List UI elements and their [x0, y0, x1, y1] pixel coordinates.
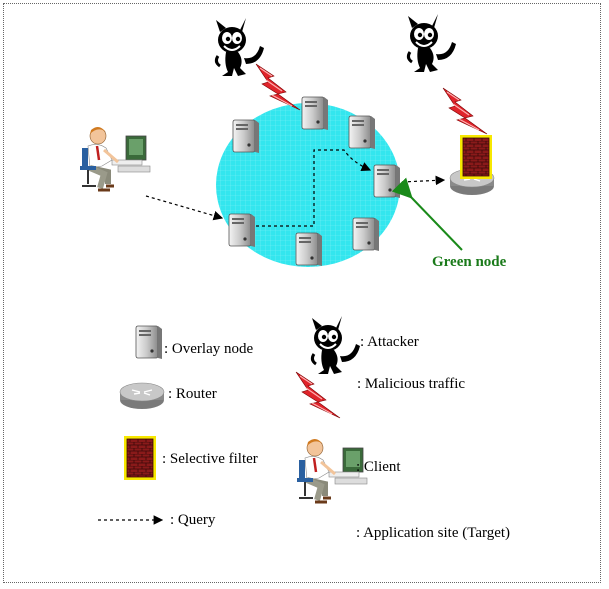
legend-overlay-node-icon	[135, 325, 163, 360]
legend-attacker-icon	[310, 314, 362, 376]
green-node-label: Green node	[432, 254, 507, 270]
legend-client-label: : Client	[356, 459, 401, 475]
selective-filter-icon	[459, 134, 493, 180]
legend-overlay-node-label: : Overlay node	[164, 341, 254, 357]
legend-attacker-label: : Attacker	[360, 334, 419, 350]
legend-query-label: : Query	[170, 512, 216, 528]
legend-malicious-traffic-label: : Malicious traffic	[357, 376, 466, 392]
overlay-node-icon	[228, 213, 256, 248]
legend-router-label: : Router	[168, 386, 217, 402]
overlay-node-icon	[301, 96, 329, 131]
overlay-node-icon	[232, 119, 260, 154]
legend-selective-filter-icon	[123, 435, 157, 481]
attacker-icon	[406, 12, 458, 74]
overlay-node-icon	[352, 217, 380, 252]
attacker-icon	[214, 16, 266, 78]
query-arrow	[145, 195, 224, 221]
overlay-node-icon	[295, 232, 323, 267]
query-arrow	[401, 175, 446, 186]
overlay-node-icon	[373, 164, 401, 199]
query-arrow	[256, 149, 372, 227]
green-node-arrow	[391, 177, 463, 251]
legend-router-icon	[119, 382, 165, 410]
diagram-frame	[3, 3, 601, 583]
legend-selective-filter-label: : Selective filter	[162, 451, 258, 467]
legend-malicious-traffic-icon	[295, 371, 341, 419]
malicious-traffic-icon	[255, 63, 301, 111]
client-icon	[80, 127, 150, 190]
overlay-node-icon	[348, 115, 376, 150]
malicious-traffic-icon	[442, 87, 488, 135]
legend-application-site-label: : Application site (Target)	[356, 525, 511, 541]
